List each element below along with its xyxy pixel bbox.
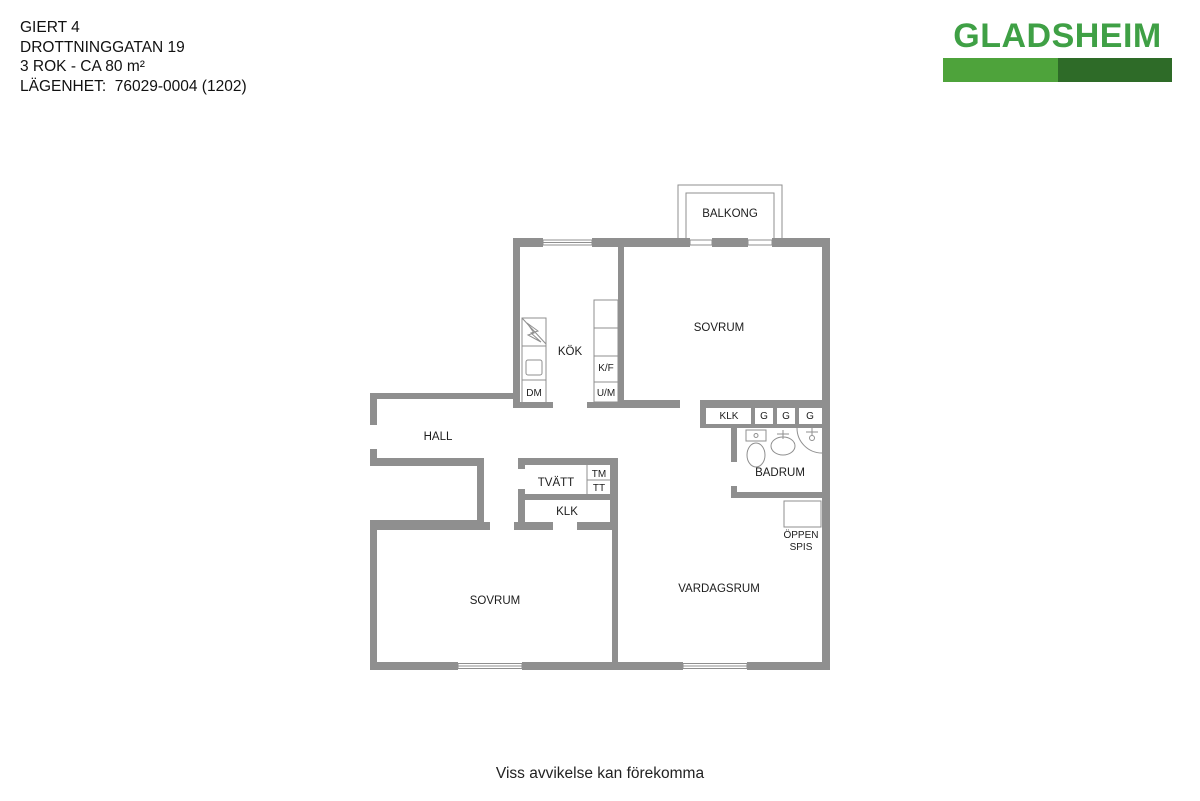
label-closet-upper: KLK: [720, 411, 739, 422]
laundry-door-opening: [517, 469, 526, 489]
balcony-door-window: [689, 238, 713, 247]
label-bedroom-upper: SOVRUM: [694, 322, 744, 334]
kitchen-door-opening: [553, 400, 587, 409]
bathroom-fixtures: [745, 427, 823, 468]
wardrobe-cell-3: [799, 408, 822, 424]
bedroom-lower-window: [457, 662, 523, 670]
kitchen-window: [542, 238, 593, 247]
closet-klk-cell: [706, 408, 751, 424]
stove-diagonal: [521, 317, 547, 345]
shower-icon: [796, 427, 823, 454]
street-address: DROTTNINGGATAN 19: [20, 38, 185, 56]
windows: [457, 238, 773, 670]
label-laundry: TVÄTT: [538, 477, 574, 489]
label-bathroom: BADRUM: [755, 467, 805, 479]
logo-wordmark: GLADSHEIM: [953, 17, 1162, 55]
kitchen-fixtures: [521, 299, 619, 405]
wardrobe-cell-2: [777, 408, 795, 424]
window-gap: [690, 238, 712, 247]
closet-lower-door-opening: [553, 522, 577, 530]
label-wardrobe-2: G: [782, 411, 790, 422]
toilet-bowl: [746, 442, 766, 468]
balcony-inner-wall: [685, 192, 775, 240]
label-washer: TM: [592, 469, 606, 480]
logo-bar-right: [1057, 58, 1172, 82]
toilet-button: [753, 433, 759, 438]
wardrobe-cell-1: [755, 408, 773, 424]
closet-lower-floor: [525, 500, 610, 522]
label-livingroom: VARDAGSRUM: [678, 583, 760, 595]
label-kitchen: KÖK: [558, 346, 583, 358]
bedroom-upper-door-opening: [680, 398, 700, 409]
bedroom-lower-door-opening: [490, 522, 514, 530]
toilet-icon: [745, 429, 767, 468]
bathroom-floor: [737, 428, 822, 492]
hall-livingroom-floor: [377, 399, 822, 662]
balcony-window: [747, 238, 773, 247]
bedroom-upper-floor: [624, 247, 822, 400]
stove-icon: [521, 317, 547, 345]
balcony-floor: [678, 185, 782, 240]
shower-basin: [796, 427, 823, 454]
stove-bolt: [526, 322, 542, 343]
logo-bar: [943, 58, 1172, 82]
shower-drain: [809, 435, 815, 441]
label-balcony: BALKONG: [702, 208, 758, 220]
label-wardrobe-1: G: [760, 411, 768, 422]
label-dishwasher: DM: [526, 388, 542, 399]
livingroom-window: [682, 662, 748, 670]
kitchen-column-right: [593, 299, 619, 403]
label-fridge-freezer: K/F: [598, 363, 614, 374]
fireplace-box: [783, 500, 822, 528]
label-dryer: TT: [593, 483, 605, 494]
label-wardrobe-3: G: [806, 411, 814, 422]
bathroom-door-opening: [729, 462, 738, 486]
entry-door-opening: [370, 425, 377, 449]
apartment-size: 3 ROK - CA 80 m²: [20, 58, 145, 75]
bedroom-lower-floor: [377, 530, 612, 662]
sink-icon: [525, 359, 543, 376]
washbasin-icon: [770, 430, 796, 456]
toilet-tank: [745, 429, 767, 442]
label-fireplace-line2: SPIS: [790, 542, 813, 553]
door-openings: [370, 398, 738, 530]
balcony-outer-wall: [677, 184, 783, 240]
laundry-fixtures: [586, 465, 610, 494]
disclaimer-text: Viss avvikelse kan förekomma: [495, 765, 705, 782]
label-bedroom-lower: SOVRUM: [470, 595, 520, 607]
label-hall: HALL: [424, 431, 453, 443]
window-symbol: [747, 239, 773, 246]
logo-bar-left: [943, 58, 1058, 82]
label-fireplace-line1: ÖPPEN: [783, 529, 818, 541]
kitchen-floor: [520, 247, 618, 402]
window-symbol: [689, 239, 713, 246]
label-oven-micro: U/M: [597, 388, 615, 399]
property-name: GIERT 4: [20, 19, 80, 36]
kitchen-counter-left: [521, 317, 547, 405]
gladsheim-logo: GLADSHEIM: [943, 18, 1172, 82]
label-closet-lower: KLK: [556, 506, 578, 518]
apartment-id: LÄGENHET: 76029-0004 (1202): [20, 77, 247, 95]
window-gap: [748, 238, 772, 247]
balcony: [677, 184, 783, 240]
address-block: GIERT 4 DROTTNINGGATAN 19 3 ROK - CA 80 …: [20, 18, 247, 96]
